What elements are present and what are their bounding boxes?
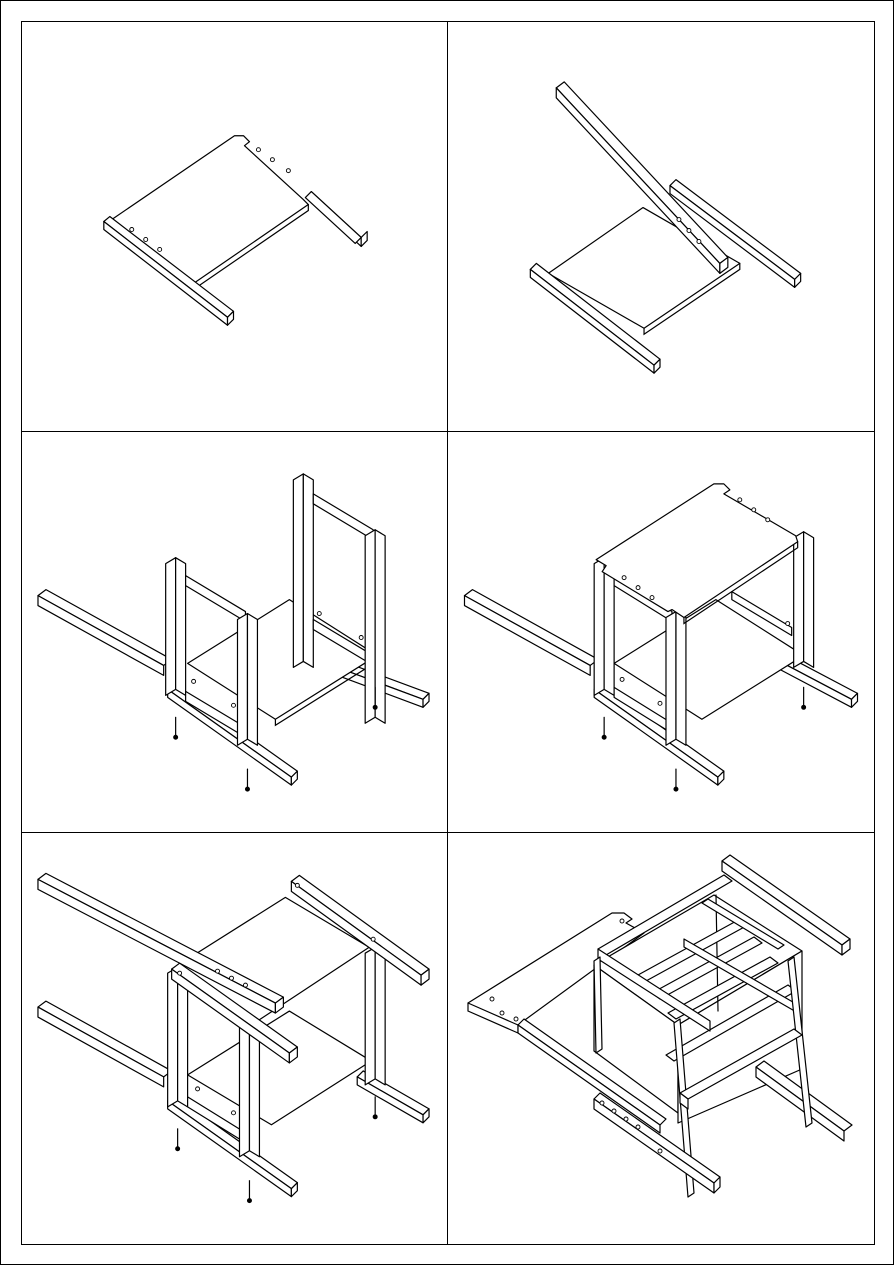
screw-hole-icon <box>657 1148 663 1154</box>
screw-hole-icon <box>191 678 197 684</box>
screw-hole-icon <box>635 585 641 591</box>
screw-icon <box>801 686 807 710</box>
screw-hole-icon <box>737 497 743 503</box>
step-2-drawing <box>529 81 802 374</box>
long-side-rail <box>463 589 599 676</box>
step-2-panel <box>448 22 874 432</box>
screw-hole-icon <box>255 147 261 153</box>
assembly-steps-grid <box>21 21 875 1245</box>
seat-panel <box>111 135 309 291</box>
screw-icon <box>372 1096 378 1120</box>
screw-hole-icon <box>785 621 791 626</box>
right-rail <box>304 190 368 248</box>
screw-icon <box>372 686 378 710</box>
front-base-rail <box>593 1092 721 1194</box>
top-frame-rails <box>597 874 799 1062</box>
lower-front-rail <box>517 1018 667 1134</box>
step-5-drawing <box>37 872 430 1204</box>
upper-long-rail <box>37 872 284 1014</box>
screw-hole-icon <box>657 700 663 706</box>
screw-icon <box>175 1128 181 1152</box>
screw-icon <box>246 1180 252 1204</box>
right-base-rail <box>679 1028 803 1110</box>
screw-hole-icon <box>599 1100 605 1106</box>
screw-icon <box>244 768 250 792</box>
step-4-panel <box>448 432 874 833</box>
screw-hole-icon <box>285 168 291 174</box>
screws <box>175 1096 378 1204</box>
screw-hole-icon <box>215 968 220 974</box>
lower-side-rail <box>37 1000 173 1088</box>
step-1-panel <box>22 22 448 432</box>
step-6-panel <box>448 833 874 1244</box>
right-rail <box>356 1070 430 1124</box>
front-leg-frame <box>165 557 259 746</box>
step-1-drawing <box>103 135 368 326</box>
screw-hole-icon <box>243 982 248 988</box>
screw-hole-icon <box>686 228 692 233</box>
screw-hole-icon <box>143 237 149 242</box>
screw-hole-icon <box>751 507 757 513</box>
screw-hole-icon <box>489 996 495 1002</box>
screw-holes <box>129 147 291 252</box>
screw-hole-icon <box>513 1016 519 1022</box>
screw-hole-icon <box>177 970 183 976</box>
screw-hole-icon <box>619 918 625 924</box>
legs <box>593 956 813 1198</box>
right-top-rail <box>721 854 851 956</box>
step-5-panel <box>22 833 448 1244</box>
right-rail <box>669 179 802 288</box>
seat-panel <box>547 206 741 336</box>
front-rail <box>529 262 661 374</box>
screws <box>173 686 378 792</box>
step-3-drawing <box>37 473 430 792</box>
upper-front-rail <box>171 962 298 1064</box>
rear-leg <box>731 531 815 669</box>
right-rail <box>779 654 859 708</box>
long-side-rail <box>37 589 173 676</box>
upper-right-rail <box>290 874 430 986</box>
step-3-panel <box>22 432 448 833</box>
screw-hole-icon <box>765 517 771 523</box>
screw-hole-icon <box>499 1010 505 1016</box>
bottom-panel <box>187 598 378 727</box>
screw-hole-icon <box>231 702 236 708</box>
screw-hole-icon <box>370 936 376 942</box>
screw-hole-icon <box>231 1110 236 1116</box>
screw-hole-icon <box>316 611 322 616</box>
screw-hole-icon <box>696 239 702 244</box>
screw-hole-icon <box>621 575 627 581</box>
screw-hole-icon <box>623 1116 629 1122</box>
screw-hole-icon <box>649 595 655 601</box>
screw-hole-icon <box>611 1108 617 1114</box>
left-rail <box>103 215 235 326</box>
screw-icon <box>173 716 179 740</box>
rear-leg-frame <box>292 473 386 724</box>
screw-hole-icon <box>619 676 625 682</box>
screw-hole-icon <box>157 246 163 252</box>
screws <box>601 686 807 792</box>
screw-hole-icon <box>195 1086 201 1092</box>
front-leg-frame <box>167 966 261 1158</box>
screw-hole-icon <box>635 1124 641 1130</box>
top-panel <box>595 483 799 625</box>
step-6-drawing <box>467 854 853 1198</box>
rear-leg <box>364 946 386 1086</box>
screw-icon <box>673 768 679 792</box>
screw-hole-icon <box>294 882 300 888</box>
screw-hole-icon <box>269 157 275 163</box>
bottom-panel <box>187 1010 372 1126</box>
screw-hole-icon <box>676 217 682 222</box>
step-4-drawing <box>463 483 859 792</box>
screw-icon <box>601 716 607 740</box>
screw-hole-icon <box>129 227 135 232</box>
screw-hole-icon <box>358 635 364 640</box>
screw-hole-icon <box>229 975 234 981</box>
crossbar <box>555 81 729 274</box>
front-rail <box>593 682 725 786</box>
